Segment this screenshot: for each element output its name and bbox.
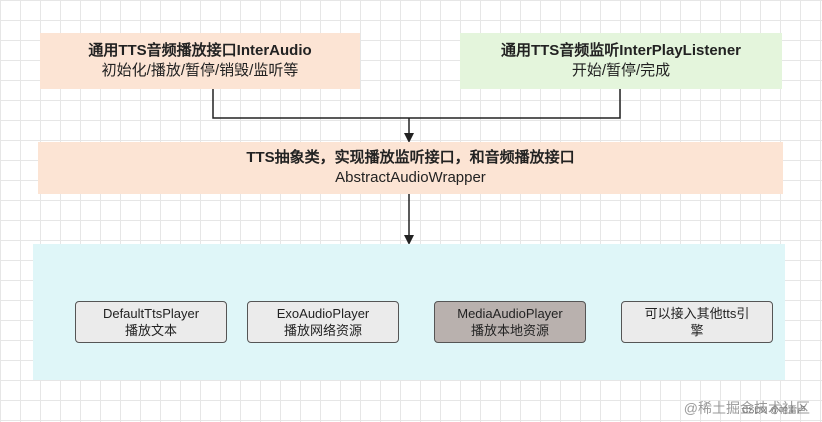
abstract-wrapper-box: TTS抽象类，实现播放监听接口，和音频播放接口 AbstractAudioWra… (38, 142, 783, 194)
inter-audio-title: 通用TTS音频播放接口InterAudio (88, 42, 312, 59)
impl-desc: 播放文本 (124, 323, 177, 338)
abstract-title: TTS抽象类，实现播放监听接口，和音频播放接口 (246, 149, 575, 166)
impl-name: 可以接入其他tts引 (644, 306, 750, 321)
watermark-small: CSDN @帕雷卢 (741, 405, 806, 415)
impl-default-tts-player: DefaultTtsPlayer 播放文本 (75, 301, 227, 343)
impl-media-audio-player: MediaAudioPlayer 播放本地资源 (434, 301, 586, 343)
impl-name: DefaultTtsPlayer (102, 306, 200, 321)
watermark: @稀土掘金技术社区 (683, 400, 810, 416)
impl-name: ExoAudioPlayer (276, 306, 370, 321)
impl-exo-audio-player: ExoAudioPlayer 播放网络资源 (247, 301, 399, 343)
inter-audio-box: 通用TTS音频播放接口InterAudio 初始化/播放/暂停/销毁/监听等 (40, 33, 360, 89)
impl-desc: 擎 (690, 323, 704, 338)
listener-title: 通用TTS音频监听InterPlayListener (500, 42, 742, 59)
abstract-name: AbstractAudioWrapper (335, 169, 486, 186)
listener-desc: 开始/暂停/完成 (571, 62, 671, 79)
inter-audio-desc: 初始化/播放/暂停/销毁/监听等 (101, 62, 299, 79)
connector-audio-to-abstract (212, 89, 409, 119)
impl-other-tts: 可以接入其他tts引 擎 (621, 301, 773, 343)
impl-desc: 播放网络资源 (283, 323, 362, 338)
inter-play-listener-box: 通用TTS音频监听InterPlayListener 开始/暂停/完成 (460, 33, 782, 89)
impl-desc: 播放本地资源 (470, 323, 549, 338)
connector-listener-to-abstract (409, 89, 621, 119)
impl-name: MediaAudioPlayer (457, 306, 563, 321)
